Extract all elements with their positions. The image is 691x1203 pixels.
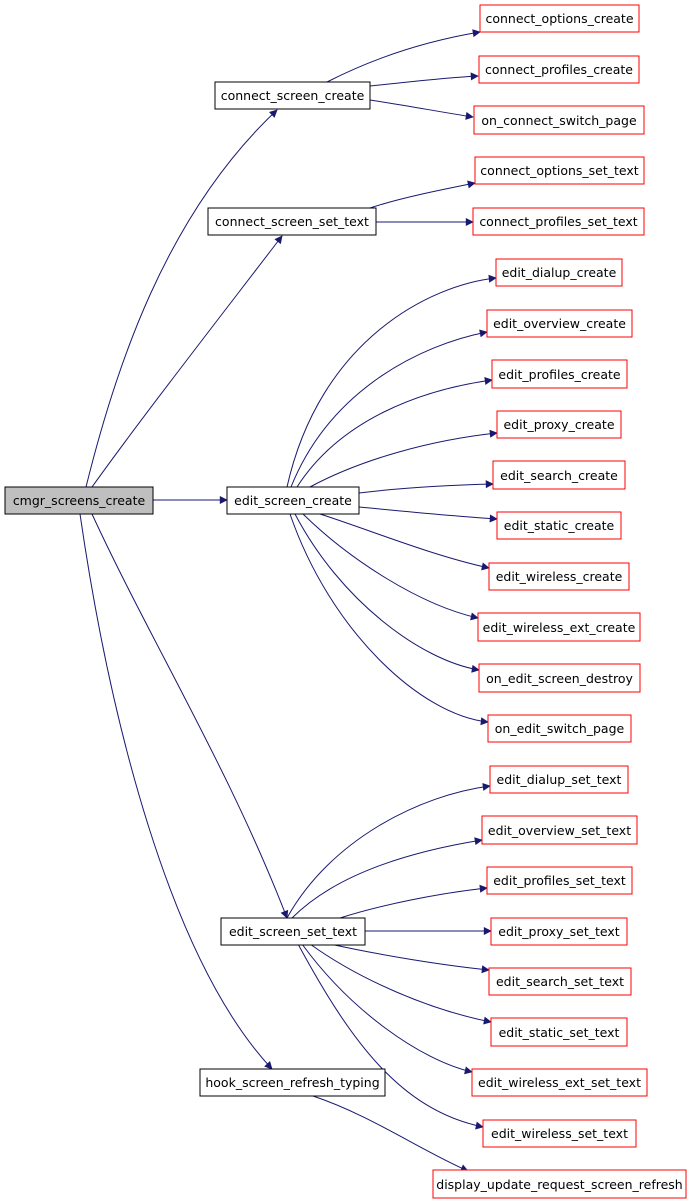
node-label: edit_overview_create xyxy=(493,316,626,331)
edge-esc-to-edit-wireless-ext-create xyxy=(302,513,479,621)
node-label: edit_dialup_set_text xyxy=(497,772,622,787)
node-label: edit_wireless_create xyxy=(496,569,623,584)
edge-esst-to-edit-dialup-set-text xyxy=(286,782,491,919)
edge-esc-to-edit-overview-create xyxy=(290,329,488,488)
node-edit-search-set-text[interactable]: edit_search_set_text xyxy=(488,967,632,996)
node-label: connect_profiles_set_text xyxy=(479,214,637,229)
edge-esst-to-edit-search-set-text xyxy=(329,943,490,974)
node-connect-profiles-create[interactable]: connect_profiles_create xyxy=(478,55,640,84)
node-edit-screen-create[interactable]: edit_screen_create xyxy=(226,486,360,515)
node-label: edit_profiles_set_text xyxy=(493,873,626,888)
edge-esst-to-edit-profiles-set-text xyxy=(339,884,488,919)
edge-esc-to-edit-static-create xyxy=(358,506,498,523)
node-edit-static-create[interactable]: edit_static_create xyxy=(496,511,622,540)
edge-esst-to-edit-overview-set-text xyxy=(291,837,483,919)
node-connect-profiles-set-text[interactable]: connect_profiles_set_text xyxy=(472,207,645,236)
edge-esc-to-on-edit-switch-page xyxy=(289,513,489,726)
node-edit-profiles-set-text[interactable]: edit_profiles_set_text xyxy=(486,866,633,895)
node-edit-wireless-create[interactable]: edit_wireless_create xyxy=(488,562,630,591)
node-label: on_edit_switch_page xyxy=(495,721,625,736)
edge-esc-to-edit-profiles-create xyxy=(296,377,493,488)
node-label: hook_screen_refresh_typing xyxy=(205,1075,379,1090)
node-edit-static-set-text[interactable]: edit_static_set_text xyxy=(490,1017,628,1047)
node-label: connect_options_set_text xyxy=(480,163,638,178)
node-on-edit-switch-page[interactable]: on_edit_switch_page xyxy=(487,714,632,743)
edge-csc-to-on-connect-switch-page xyxy=(369,99,474,120)
node-label: cmgr_screens_create xyxy=(13,493,146,508)
node-edit-wireless-ext-set-text[interactable]: edit_wireless_ext_set_text xyxy=(471,1068,648,1097)
edge-csst-to-connect-options-set-text xyxy=(369,180,476,209)
node-edit-overview-set-text[interactable]: edit_overview_set_text xyxy=(481,815,638,845)
node-display-update-request-screen-refresh[interactable]: display_update_request_screen_refresh xyxy=(432,1169,687,1199)
node-label: display_update_request_screen_refresh xyxy=(436,1177,682,1192)
node-label: on_edit_screen_destroy xyxy=(486,671,633,686)
node-edit-proxy-set-text[interactable]: edit_proxy_set_text xyxy=(490,917,628,946)
node-label: edit_wireless_ext_create xyxy=(483,620,636,635)
node-edit-proxy-create[interactable]: edit_proxy_create xyxy=(496,410,622,439)
node-edit-search-create[interactable]: edit_search_create xyxy=(492,460,626,490)
node-label: edit_dialup_create xyxy=(502,265,617,280)
node-edit-screen-set-text[interactable]: edit_screen_set_text xyxy=(220,917,366,946)
edge-hook-to-display-update-request xyxy=(312,1095,469,1172)
edge-esc-to-edit-dialup-create xyxy=(286,274,497,488)
node-connect-screen-create[interactable]: connect_screen_create xyxy=(214,81,371,110)
node-on-edit-screen-destroy[interactable]: on_edit_screen_destroy xyxy=(478,663,641,693)
edge-esst-to-edit-static-set-text xyxy=(309,943,492,1025)
node-label: connect_options_create xyxy=(485,11,633,26)
edge-root-to-connect-screen-create xyxy=(85,109,278,488)
node-label: edit_static_create xyxy=(504,518,615,533)
node-label: edit_static_set_text xyxy=(499,1025,620,1040)
edge-esst-to-edit-wireless-set-text xyxy=(297,943,484,1130)
node-edit-overview-create[interactable]: edit_overview_create xyxy=(486,309,633,338)
node-edit-wireless-set-text[interactable]: edit_wireless_set_text xyxy=(482,1119,637,1148)
nodes: cmgr_screens_create connect_screen_creat… xyxy=(4,4,687,1199)
node-label: connect_screen_set_text xyxy=(215,214,369,229)
node-edit-dialup-set-text[interactable]: edit_dialup_set_text xyxy=(489,765,629,794)
node-label: on_connect_switch_page xyxy=(481,113,637,128)
node-hook-screen-refresh-typing[interactable]: hook_screen_refresh_typing xyxy=(199,1068,386,1097)
node-label: edit_wireless_set_text xyxy=(491,1126,628,1141)
edges xyxy=(79,29,498,1172)
node-label: connect_screen_create xyxy=(221,88,365,103)
edge-esc-to-edit-proxy-create xyxy=(309,429,498,488)
node-connect-options-set-text[interactable]: connect_options_set_text xyxy=(474,156,645,185)
node-edit-profiles-create[interactable]: edit_profiles_create xyxy=(491,359,628,389)
node-label: edit_proxy_create xyxy=(503,417,614,432)
node-label: connect_profiles_create xyxy=(485,62,633,77)
node-edit-wireless-ext-create[interactable]: edit_wireless_ext_create xyxy=(477,612,641,642)
node-label: edit_search_set_text xyxy=(496,974,624,989)
node-label: edit_overview_set_text xyxy=(488,823,631,838)
node-label: edit_screen_set_text xyxy=(229,924,357,939)
node-label: edit_wireless_ext_set_text xyxy=(478,1075,641,1090)
node-edit-dialup-create[interactable]: edit_dialup_create xyxy=(495,258,623,287)
edge-esc-to-edit-wireless-create xyxy=(319,513,490,571)
node-connect-options-create[interactable]: connect_options_create xyxy=(479,4,640,33)
edge-root-to-edit-screen-set-text xyxy=(91,513,289,919)
node-label: edit_profiles_create xyxy=(498,367,620,382)
edge-root-to-hook-screen-refresh-typing xyxy=(79,513,273,1070)
node-on-connect-switch-page[interactable]: on_connect_switch_page xyxy=(473,105,645,135)
edge-root-to-connect-screen-set-text xyxy=(91,235,283,488)
node-cmgr-screens-create[interactable]: cmgr_screens_create xyxy=(4,486,154,515)
node-label: edit_proxy_set_text xyxy=(498,924,619,939)
edge-csc-to-connect-options-create xyxy=(326,29,481,83)
node-label: edit_screen_create xyxy=(234,493,352,508)
edge-esc-to-edit-search-create xyxy=(358,480,494,494)
edge-esst-to-edit-wireless-ext-set-text xyxy=(301,943,473,1075)
node-label: edit_search_create xyxy=(500,468,618,483)
node-connect-screen-set-text[interactable]: connect_screen_set_text xyxy=(207,207,377,236)
edge-esc-to-on-edit-screen-destroy xyxy=(294,513,480,673)
edge-csc-to-connect-profiles-create xyxy=(369,72,479,87)
